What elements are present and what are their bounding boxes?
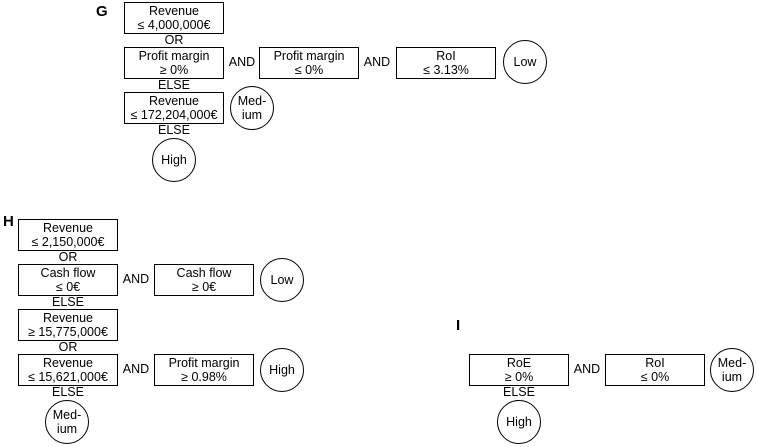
operator-and: AND bbox=[122, 362, 150, 376]
operator-or: OR bbox=[58, 250, 78, 264]
condition-threshold: ≤ 0% bbox=[294, 63, 324, 77]
condition-g-roi: RoI ≤ 3.13% bbox=[396, 47, 496, 79]
condition-feature: Profit margin bbox=[138, 49, 210, 63]
condition-i-roe: RoE ≥ 0% bbox=[469, 354, 569, 386]
operator-else: ELSE bbox=[158, 78, 190, 92]
operator-or: OR bbox=[164, 33, 184, 47]
operator-and: AND bbox=[363, 55, 391, 69]
leaf-label-line1: Med- bbox=[717, 356, 747, 370]
leaf-g-low: Low bbox=[503, 40, 547, 84]
operator-else: ELSE bbox=[52, 385, 84, 399]
condition-threshold: ≤ 0% bbox=[640, 370, 670, 384]
condition-feature: Revenue bbox=[42, 311, 94, 325]
condition-threshold: ≥ 0% bbox=[504, 370, 534, 384]
condition-feature: Profit margin bbox=[273, 49, 345, 63]
leaf-label: High bbox=[161, 153, 187, 167]
leaf-label-line2: ium bbox=[721, 370, 743, 384]
condition-h-revenue-1: Revenue ≤ 2,150,000€ bbox=[18, 219, 118, 251]
condition-threshold: ≤ 15,621,000€ bbox=[28, 370, 108, 384]
condition-threshold: ≥ 0.98% bbox=[181, 370, 227, 384]
condition-feature: Revenue bbox=[42, 221, 94, 235]
panel-label-h: H bbox=[3, 213, 14, 230]
condition-h-revenue-3: Revenue ≤ 15,621,000€ bbox=[18, 354, 118, 386]
condition-feature: RoI bbox=[436, 49, 456, 63]
condition-threshold: ≤ 172,204,000€ bbox=[130, 108, 218, 122]
leaf-h-medium: Med- ium bbox=[45, 400, 89, 444]
condition-feature: RoI bbox=[645, 356, 665, 370]
condition-threshold: ≥ 0% bbox=[159, 63, 189, 77]
leaf-g-medium: Med- ium bbox=[230, 86, 274, 130]
condition-i-roi: RoI ≤ 0% bbox=[605, 354, 705, 386]
leaf-label-line2: ium bbox=[56, 422, 78, 436]
leaf-h-low: Low bbox=[260, 258, 304, 302]
condition-threshold: ≥ 15,775,000€ bbox=[28, 325, 108, 339]
panel-label-i: I bbox=[456, 317, 461, 334]
condition-g-profit-margin-1: Profit margin ≥ 0% bbox=[124, 47, 224, 79]
condition-h-cash-flow-2: Cash flow ≥ 0€ bbox=[154, 264, 254, 296]
condition-threshold: ≤ 2,150,000€ bbox=[31, 235, 105, 249]
operator-else: ELSE bbox=[503, 385, 535, 399]
condition-feature: Revenue bbox=[148, 4, 200, 18]
condition-feature: Profit margin bbox=[168, 356, 240, 370]
leaf-i-high: High bbox=[497, 400, 541, 444]
condition-h-revenue-2: Revenue ≥ 15,775,000€ bbox=[18, 309, 118, 341]
condition-feature: RoE bbox=[506, 356, 532, 370]
condition-h-profit-margin: Profit margin ≥ 0.98% bbox=[154, 354, 254, 386]
operator-else: ELSE bbox=[158, 123, 190, 137]
operator-and: AND bbox=[122, 272, 150, 286]
condition-feature: Cash flow bbox=[176, 266, 232, 280]
condition-g-revenue-1: Revenue ≤ 4,000,000€ bbox=[124, 2, 224, 34]
operator-and: AND bbox=[228, 55, 256, 69]
condition-g-revenue-2: Revenue ≤ 172,204,000€ bbox=[124, 92, 224, 124]
condition-feature: Revenue bbox=[148, 94, 200, 108]
operator-and: AND bbox=[573, 362, 601, 376]
condition-threshold: ≤ 4,000,000€ bbox=[137, 18, 211, 32]
condition-threshold: ≤ 0€ bbox=[55, 280, 81, 294]
leaf-label: Low bbox=[513, 55, 537, 69]
condition-threshold: ≤ 3.13% bbox=[423, 63, 469, 77]
leaf-label-line1: Med- bbox=[237, 94, 267, 108]
leaf-label-line2: ium bbox=[241, 108, 263, 122]
condition-feature: Cash flow bbox=[40, 266, 96, 280]
condition-h-cash-flow-1: Cash flow ≤ 0€ bbox=[18, 264, 118, 296]
operator-else: ELSE bbox=[52, 295, 84, 309]
leaf-i-medium: Med- ium bbox=[710, 348, 754, 392]
operator-or: OR bbox=[58, 340, 78, 354]
leaf-label: High bbox=[269, 363, 295, 377]
condition-feature: Revenue bbox=[42, 356, 94, 370]
leaf-g-high: High bbox=[152, 138, 196, 182]
leaf-label-line1: Med- bbox=[52, 408, 82, 422]
leaf-h-high: High bbox=[260, 348, 304, 392]
leaf-label: Low bbox=[270, 273, 294, 287]
panel-label-g: G bbox=[96, 3, 108, 20]
leaf-label: High bbox=[506, 415, 532, 429]
condition-threshold: ≥ 0€ bbox=[191, 280, 217, 294]
condition-g-profit-margin-2: Profit margin ≤ 0% bbox=[259, 47, 359, 79]
